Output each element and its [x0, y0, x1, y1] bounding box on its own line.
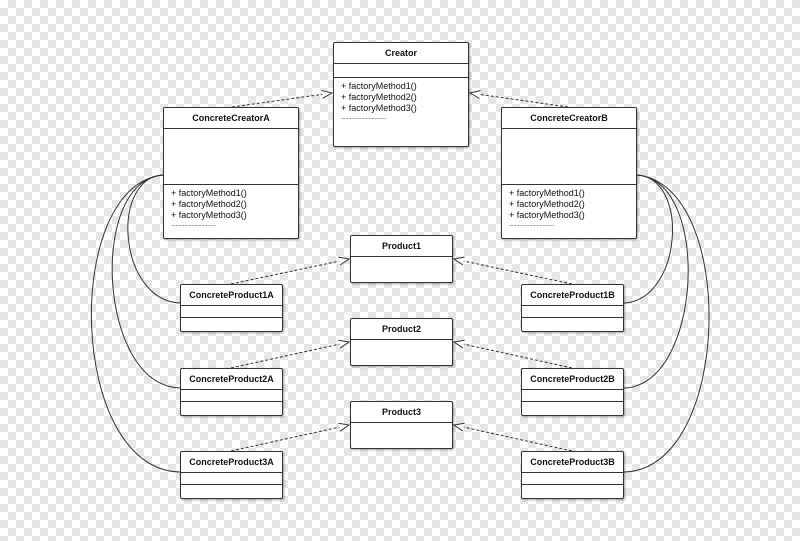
class-product1[interactable]: Product1: [350, 235, 453, 283]
class-concrete-product-1b[interactable]: ConcreteProduct1B: [521, 284, 624, 332]
class-title: ConcreteProduct3B: [522, 452, 623, 473]
attributes-section: [181, 306, 282, 318]
operation: + factoryMethod3(): [509, 210, 585, 220]
attributes-section: [334, 64, 468, 78]
attributes-section: [181, 473, 282, 485]
assoc-cca-cp1a: [127, 174, 181, 304]
class-title: Creator: [334, 43, 468, 64]
class-concrete-creator-a[interactable]: ConcreteCreatorA + factoryMethod1() + fa…: [163, 107, 299, 239]
assoc-ccb-cp1b: [623, 174, 673, 304]
realization-cp2a-p2: [230, 342, 349, 369]
realization-cp3b-p3: [454, 425, 573, 452]
attributes-section: [164, 129, 298, 185]
realization-cca-creator: [231, 93, 332, 108]
attributes-section: [181, 390, 282, 402]
attributes-section: [522, 473, 623, 485]
class-title: ConcreteProduct1A: [181, 285, 282, 306]
class-title: ConcreteProduct3A: [181, 452, 282, 473]
assoc-cca-cp3a: [90, 174, 181, 473]
class-title: Product1: [351, 236, 452, 257]
operation-ellipsis: ...............................: [509, 221, 554, 228]
operation: + factoryMethod1(): [171, 188, 247, 198]
class-title: Product3: [351, 402, 452, 423]
class-concrete-product-1a[interactable]: ConcreteProduct1A: [180, 284, 283, 332]
realization-cp2b-p2: [454, 342, 573, 369]
attributes-section: [522, 306, 623, 318]
operations-section: + factoryMethod1() + factoryMethod2() + …: [334, 78, 468, 121]
class-concrete-product-2b[interactable]: ConcreteProduct2B: [521, 368, 624, 416]
class-concrete-creator-b[interactable]: ConcreteCreatorB + factoryMethod1() + fa…: [501, 107, 637, 239]
realization-cp1a-p1: [230, 259, 349, 285]
assoc-ccb-cp3b: [623, 174, 710, 473]
operations-section: + factoryMethod1() + factoryMethod2() + …: [164, 185, 298, 228]
class-title: ConcreteCreatorB: [502, 108, 636, 129]
assoc-ccb-cp2b: [623, 174, 689, 389]
operation: + factoryMethod2(): [341, 92, 417, 102]
realization-ccb-creator: [470, 93, 569, 108]
operation: + factoryMethod1(): [341, 81, 417, 91]
operation: + factoryMethod1(): [509, 188, 585, 198]
realization-cp1b-p1: [454, 259, 573, 285]
operation: + factoryMethod3(): [171, 210, 247, 220]
operation-ellipsis: ...............................: [341, 114, 386, 121]
attributes-section: [522, 390, 623, 402]
class-title: ConcreteCreatorA: [164, 108, 298, 129]
class-concrete-product-3b[interactable]: ConcreteProduct3B: [521, 451, 624, 499]
class-product3[interactable]: Product3: [350, 401, 453, 449]
class-concrete-product-2a[interactable]: ConcreteProduct2A: [180, 368, 283, 416]
operation-ellipsis: ...............................: [171, 221, 216, 228]
operations-section: + factoryMethod1() + factoryMethod2() + …: [502, 185, 636, 228]
attributes-section: [502, 129, 636, 185]
class-title: ConcreteProduct1B: [522, 285, 623, 306]
realization-cp3a-p3: [230, 425, 349, 452]
operation: + factoryMethod2(): [171, 199, 247, 209]
class-creator[interactable]: Creator + factoryMethod1() + factoryMeth…: [333, 42, 469, 147]
class-title: ConcreteProduct2B: [522, 369, 623, 390]
operation: + factoryMethod3(): [341, 103, 417, 113]
assoc-cca-cp2a: [111, 174, 181, 389]
class-title: ConcreteProduct2A: [181, 369, 282, 390]
operation: + factoryMethod2(): [509, 199, 585, 209]
class-product2[interactable]: Product2: [350, 318, 453, 366]
class-concrete-product-3a[interactable]: ConcreteProduct3A: [180, 451, 283, 499]
class-title: Product2: [351, 319, 452, 340]
